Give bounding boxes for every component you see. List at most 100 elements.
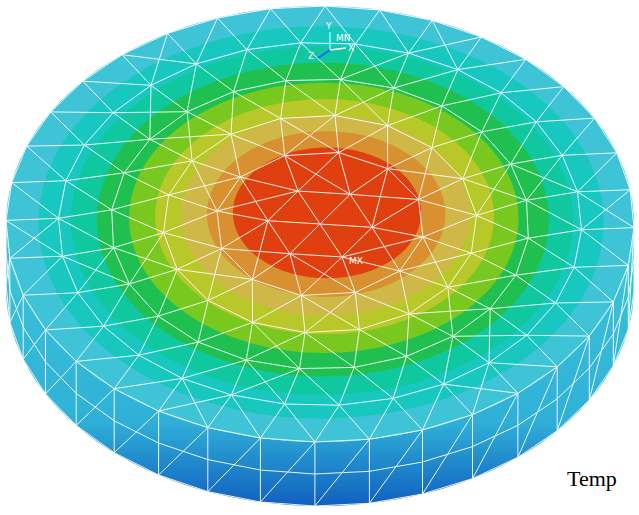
mesh-edge: [150, 85, 151, 139]
mesh-edge: [473, 393, 518, 414]
side-mesh-edge: [114, 421, 158, 443]
mesh-edge: [595, 118, 617, 153]
mesh-edge: [247, 50, 286, 81]
mesh-edge: [66, 145, 85, 181]
mesh-edge: [285, 404, 315, 442]
mesh-edge: [84, 139, 149, 145]
mesh-edge: [301, 43, 341, 80]
mesh-edge: [489, 309, 490, 363]
mesh-edge: [76, 355, 139, 361]
mesh-edge: [388, 169, 463, 179]
mesh-edge: [556, 267, 575, 303]
mesh-edge: [218, 9, 271, 18]
mesh-edge: [177, 269, 252, 279]
mesh-edge: [290, 254, 342, 257]
mesh-edge: [380, 10, 433, 20]
mesh-edge: [342, 237, 423, 257]
mesh-edge: [556, 303, 590, 336]
mesh-edge: [562, 118, 594, 155]
mesh-edge: [423, 415, 473, 430]
side-mesh-edge: [315, 439, 370, 506]
side-mesh-edge: [557, 368, 589, 399]
mesh-edge: [192, 161, 217, 211]
mesh-edge: [388, 88, 394, 126]
mesh-edge: [12, 146, 27, 183]
mesh-edge: [124, 161, 192, 173]
mesh-edge: [59, 210, 112, 219]
mesh-edge: [285, 404, 340, 405]
side-mesh-edge: [315, 503, 370, 506]
mesh-edge: [458, 70, 501, 93]
mesh-edge: [286, 43, 301, 81]
side-mesh-edge: [423, 415, 473, 494]
mesh-edge: [372, 169, 388, 228]
mesh-edge: [129, 233, 163, 284]
contour-bands: [6, 6, 634, 442]
mesh-edge: [268, 191, 298, 221]
side-mesh-edge: [589, 302, 613, 400]
mesh-edge: [231, 369, 299, 395]
mesh-edge: [281, 81, 286, 119]
mesh-edge: [231, 395, 260, 438]
side-mesh-edge: [315, 471, 370, 474]
mesh-edge: [231, 395, 284, 404]
mesh-edge: [444, 384, 473, 415]
side-mesh-edge: [473, 457, 518, 478]
mesh-edge: [240, 177, 268, 221]
mesh-edge: [301, 257, 342, 296]
side-mesh-edge: [46, 361, 77, 394]
mesh-edge: [240, 156, 285, 177]
mesh-edge: [159, 395, 232, 411]
mesh-edge: [342, 227, 372, 257]
mesh-edge: [281, 119, 285, 156]
mesh-edge: [23, 256, 62, 295]
mesh-edge: [253, 322, 306, 332]
mesh-edge: [164, 211, 218, 233]
mesh-edge: [59, 218, 63, 256]
mesh-edge: [582, 228, 635, 230]
mesh-edge: [354, 330, 359, 368]
mesh-edge: [290, 224, 320, 254]
mesh-edge: [574, 230, 581, 268]
mesh-edge: [350, 194, 372, 227]
mesh-edge: [388, 106, 442, 126]
mesh-edge: [139, 342, 198, 355]
mesh-edge: [300, 369, 340, 406]
mesh-edge: [151, 33, 168, 85]
mesh-edge: [217, 211, 222, 249]
mesh-edge: [409, 287, 448, 314]
mesh-edge: [23, 293, 78, 296]
side-mesh-edge: [628, 292, 634, 330]
mesh-edge: [231, 134, 285, 155]
mesh-edge: [46, 293, 78, 330]
mesh-edge: [234, 50, 247, 92]
mesh-edge: [516, 275, 556, 303]
side-mesh-edge: [628, 228, 634, 330]
mesh-edge: [84, 145, 124, 173]
mesh-edge: [315, 405, 339, 442]
mesh-edge: [177, 269, 208, 300]
mesh-edge: [27, 146, 66, 181]
side-mesh-edge: [46, 394, 77, 426]
mesh-edge: [339, 126, 388, 153]
mesh-edge: [158, 300, 208, 316]
mesh-edge: [471, 238, 528, 253]
mesh-edge: [182, 360, 246, 378]
mesh-edge: [477, 215, 529, 238]
mesh-edge: [196, 64, 233, 92]
mesh-edge: [527, 335, 590, 337]
mesh-edge: [164, 233, 178, 270]
mesh-edge: [463, 132, 482, 179]
mesh-edge: [10, 258, 23, 295]
mesh-edge: [253, 322, 300, 368]
mesh-edge: [448, 287, 490, 309]
mesh-edge: [355, 44, 408, 53]
mesh-edge: [617, 153, 630, 190]
contour-band: [129, 83, 518, 353]
side-mesh-edge: [518, 367, 557, 458]
mesh-edge: [247, 43, 301, 50]
mesh-edge: [489, 363, 557, 367]
mesh-edge: [419, 179, 463, 200]
mesh-edge: [574, 267, 613, 302]
